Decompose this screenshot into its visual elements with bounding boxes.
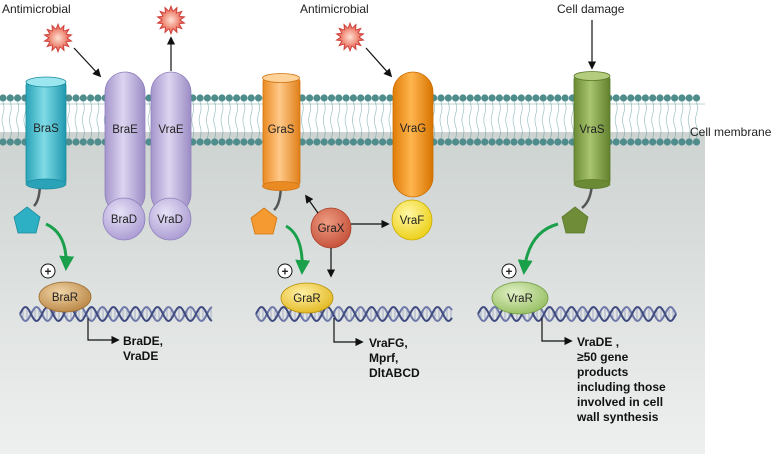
vra-output-line: VraDE , — [577, 335, 619, 349]
vras-activation-arrow — [517, 222, 559, 275]
vrar-label: VraR — [507, 293, 533, 305]
vras-phospho-domain — [561, 206, 589, 234]
arrow-grax-to-gras — [305, 194, 319, 214]
vra-output-line: involved in cell — [577, 395, 663, 409]
grar-label: GraR — [293, 293, 320, 305]
vrag-transporter: VraG — [392, 71, 434, 198]
gra-output-line: VraFG, — [369, 336, 408, 350]
plus-sign: + — [45, 267, 52, 279]
vraf-atpase: VraF — [391, 199, 433, 241]
vrad-atpase: VraD — [148, 197, 192, 241]
antimicrobial-label-mid: Antimicrobial — [300, 2, 369, 16]
grax-protein: GraX — [310, 207, 352, 249]
dna-helix-bra — [19, 306, 213, 322]
plus-sign: + — [506, 267, 513, 279]
arrow-gra-output — [333, 318, 364, 347]
vras-sensor: VraS — [573, 71, 611, 209]
cell-membrane-label: Cell membrane — [690, 125, 772, 139]
arrow-antimicrobial-to-brae — [73, 47, 102, 78]
grax-label: GraX — [318, 223, 345, 235]
bras-sensor: BraS — [25, 76, 67, 207]
bras-phospho-domain — [13, 206, 41, 234]
bra-output-line: VraDE — [123, 349, 158, 363]
vrae-label: VraE — [158, 124, 183, 136]
arrow-vra-output — [541, 318, 573, 346]
vra-output-line: ≥50 gene — [577, 350, 629, 364]
antimicrobial-star-icon — [43, 22, 73, 54]
gras-phospho-domain — [250, 207, 278, 235]
bra-output-line: BraDE, — [123, 334, 163, 348]
brar-regulator: BraR — [38, 281, 92, 313]
gras-activation-arrow — [285, 224, 311, 275]
brar-label: BraR — [52, 292, 78, 304]
brae-transporter: BraE — [104, 71, 146, 215]
plus-icon: + — [501, 263, 517, 279]
bras-activation-arrow — [45, 222, 75, 271]
gras-label: GraS — [268, 124, 295, 136]
antimicrobial-star-icon — [335, 21, 365, 53]
brad-atpase: BraD — [102, 197, 146, 241]
antimicrobial-label-left: Antimicrobial — [2, 2, 71, 16]
brad-label: BraD — [111, 214, 137, 226]
plus-sign: + — [282, 267, 289, 279]
vrar-regulator: VraR — [491, 281, 549, 315]
gra-output-line: Mprf, — [369, 351, 398, 365]
cell-damage-label: Cell damage — [557, 2, 625, 16]
vraf-label: VraF — [400, 215, 425, 227]
gras-sensor: GraS — [262, 73, 301, 211]
brae-label: BraE — [112, 124, 138, 136]
gra-output-line: DltABCD — [369, 366, 420, 380]
vra-output-line: wall synthesis — [576, 410, 659, 424]
arrow-antimicrobial-to-vrag — [365, 47, 393, 78]
antimicrobial-star-icon — [156, 4, 186, 36]
dna-helix-gra — [255, 306, 453, 322]
vra-output-line: products — [577, 365, 629, 379]
vrag-label: VraG — [400, 123, 426, 135]
vrae-transporter: VraE — [150, 71, 192, 215]
plus-icon: + — [277, 263, 293, 279]
vras-label: VraS — [579, 124, 604, 136]
arrow-bra-output — [87, 318, 120, 345]
plus-icon: + — [40, 263, 56, 279]
grar-regulator: GraR — [280, 282, 334, 314]
vra-output-line: including those — [577, 380, 666, 394]
vrad-label: VraD — [157, 214, 183, 226]
bras-label: BraS — [33, 123, 59, 135]
dna-helix-vra — [477, 306, 677, 322]
